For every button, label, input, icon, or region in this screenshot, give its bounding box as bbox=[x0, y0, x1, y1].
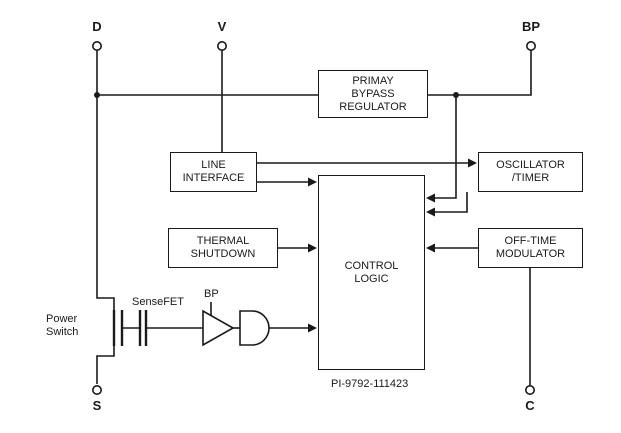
pin-label-v: V bbox=[217, 19, 227, 34]
arrowhead bbox=[468, 158, 477, 168]
bypass-branch-wire bbox=[435, 95, 457, 199]
block-label-line: OFF-TIME bbox=[504, 235, 557, 247]
pin-circles bbox=[92, 40, 536, 395]
pin-label-bp: BP bbox=[521, 19, 541, 34]
block-control-logic: CONTROL LOGIC bbox=[318, 175, 425, 370]
junction-dots bbox=[94, 92, 459, 98]
pin-label-c: C bbox=[525, 398, 535, 413]
arrowhead bbox=[426, 193, 435, 203]
pin-circle-c bbox=[524, 384, 535, 395]
block-label-line: CONTROL bbox=[344, 259, 399, 272]
power-switch-label: Power Switch bbox=[46, 313, 78, 339]
block-label-line: REGULATOR bbox=[339, 100, 407, 113]
pin-circle-s bbox=[92, 384, 103, 395]
junction-dot bbox=[94, 92, 100, 98]
block-thermal-shutdown: THERMAL SHUTDOWN bbox=[168, 228, 278, 268]
pin-circle-v bbox=[217, 40, 228, 51]
junction-dot bbox=[453, 92, 459, 98]
and-gate bbox=[239, 310, 270, 346]
sensefet-label: SenseFET bbox=[132, 296, 184, 308]
power-switch-label-line1: Power bbox=[46, 313, 78, 325]
block-label-line: THERMAL bbox=[196, 235, 250, 247]
block-label-line: INTERFACE bbox=[182, 172, 245, 184]
arrowhead bbox=[426, 207, 435, 217]
driver-bp-label: BP bbox=[204, 288, 219, 300]
block-label-line: LINE bbox=[201, 159, 226, 171]
arrowhead bbox=[426, 243, 435, 253]
arrowheads bbox=[308, 158, 477, 333]
mosfet-symbol bbox=[112, 310, 148, 346]
pin-circle-bp bbox=[525, 40, 536, 51]
drain-source-wire bbox=[96, 50, 115, 384]
driver-triangle bbox=[202, 309, 235, 347]
arrowhead bbox=[308, 177, 317, 187]
part-number-label: PI-9792-111423 bbox=[331, 378, 409, 390]
block-label-line: /TIMER bbox=[511, 172, 550, 184]
block-label-line: MODULATOR bbox=[495, 248, 566, 260]
bp-wire bbox=[428, 50, 532, 96]
pin-label-s: S bbox=[92, 398, 102, 413]
arrowhead bbox=[308, 243, 317, 253]
block-primary-bypass-regulator: PRIMAY BYPASS REGULATOR bbox=[318, 70, 428, 118]
wires bbox=[96, 50, 532, 385]
arrowhead bbox=[308, 323, 317, 333]
block-label-line: LOGIC bbox=[354, 272, 389, 285]
block-line-interface: LINE INTERFACE bbox=[170, 152, 257, 192]
pin-label-d: D bbox=[92, 19, 102, 34]
block-oscillator-timer: OSCILLATOR /TIMER bbox=[478, 152, 583, 192]
pin-circle-d bbox=[92, 40, 103, 51]
oscillator-to-control-wire bbox=[435, 192, 468, 213]
block-label-line: SHUTDOWN bbox=[190, 248, 256, 260]
block-label-line: OSCILLATOR bbox=[496, 159, 565, 171]
block-off-time-modulator: OFF-TIME MODULATOR bbox=[478, 228, 583, 268]
power-switch-label-line2: Switch bbox=[46, 326, 79, 338]
block-label-line: PRIMAY bbox=[352, 74, 394, 87]
block-label-line: BYPASS bbox=[351, 87, 395, 100]
